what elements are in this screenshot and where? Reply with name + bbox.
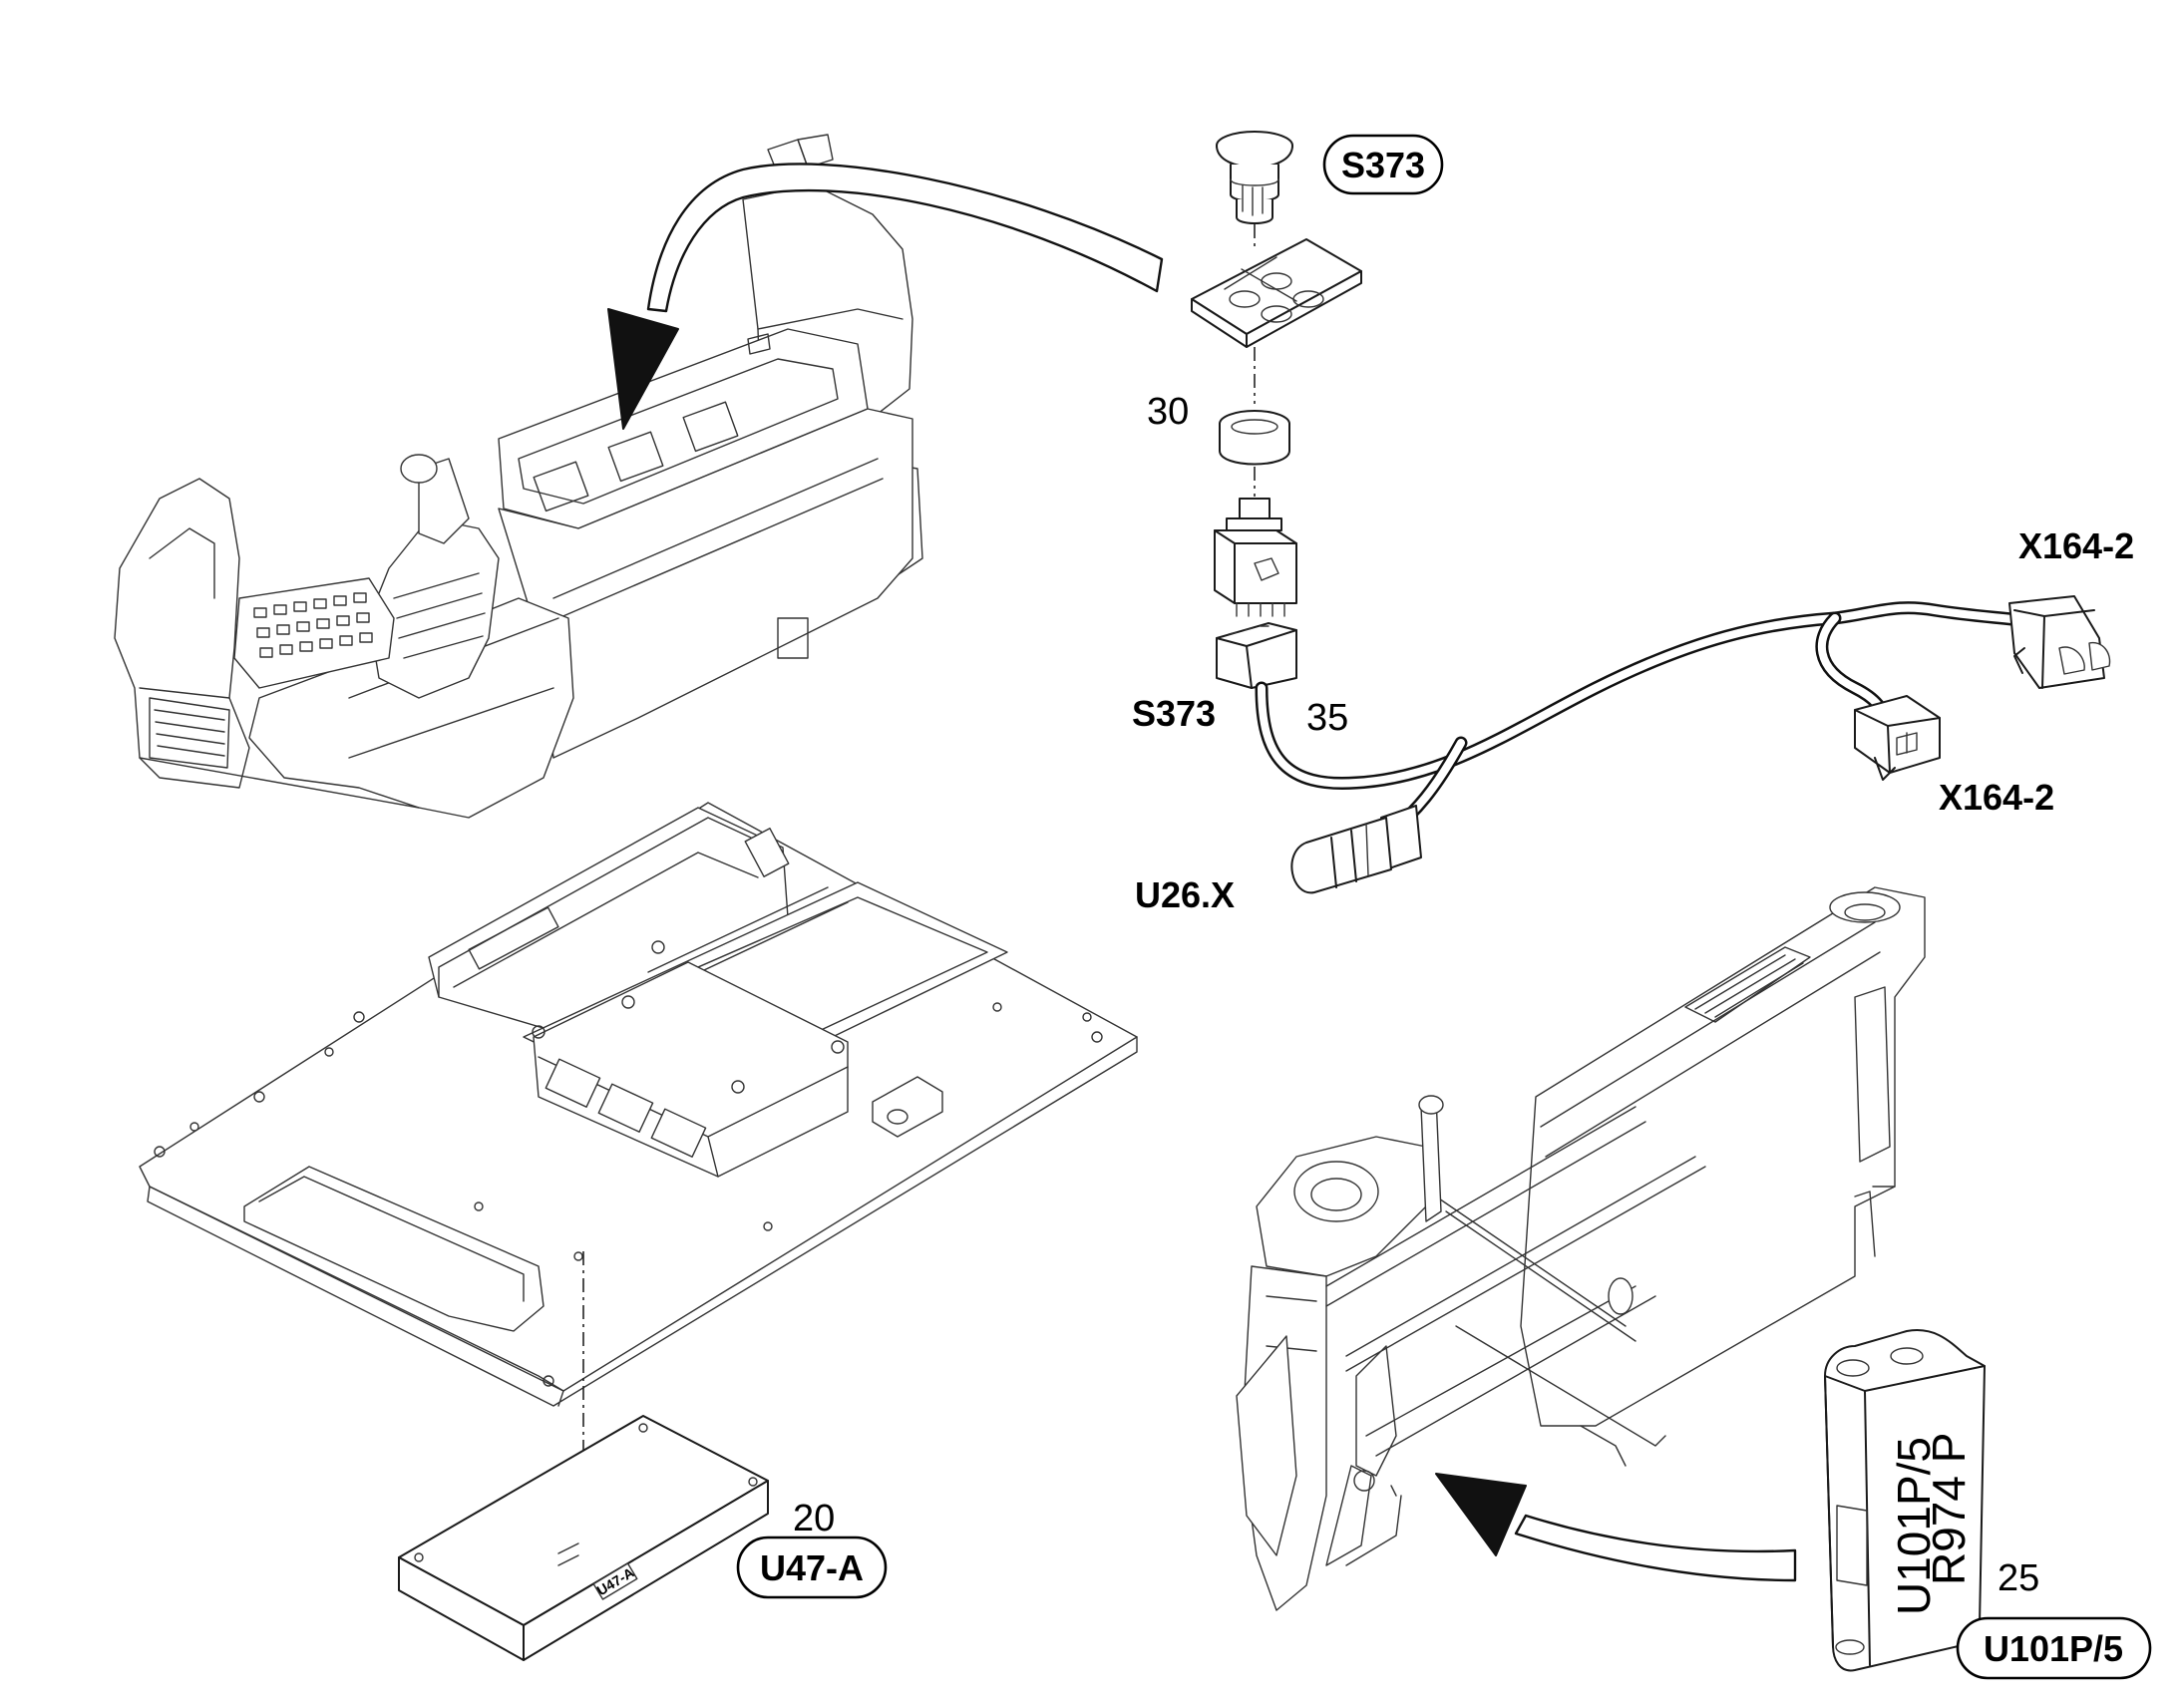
retaining-ring-30 <box>1219 410 1290 466</box>
ecu-module-20: U47-A <box>398 1415 769 1661</box>
item-number-25: 25 <box>1998 1557 2039 1599</box>
switch-body <box>1214 498 1297 617</box>
receiver-marking-line2: R974 P <box>1923 1433 1975 1585</box>
callout-x164-2-top: X164-2 <box>2018 525 2134 566</box>
floor-plate-assembly <box>139 802 1138 1407</box>
svg-text:U101P/5: U101P/5 <box>1984 1628 2123 1669</box>
callout-s373-bottom: S373 <box>1132 693 1216 734</box>
item-number-30: 30 <box>1147 391 1189 433</box>
callout-s373-top: S373 <box>1322 134 1444 195</box>
mounting-plate <box>1191 238 1362 348</box>
connector-x164-2-top <box>2008 595 2111 689</box>
svg-text:U47-A: U47-A <box>760 1547 864 1588</box>
connector-u26x <box>1290 805 1422 894</box>
callout-u26x: U26.X <box>1135 874 1235 915</box>
switch-connector-s373 <box>1216 622 1297 689</box>
switch-cap-s373 <box>1216 131 1293 224</box>
operator-console <box>114 134 923 819</box>
seat-frame-assembly <box>1236 886 1926 1611</box>
receiver-module-25: U101P/5 R974 P <box>1824 1329 1986 1672</box>
item-number-20: 20 <box>793 1498 835 1539</box>
item-number-35: 35 <box>1306 697 1348 739</box>
receiver-marking-line1: U101P/5 <box>1888 1437 1940 1615</box>
receiver-mount-arrow <box>1435 1473 1797 1582</box>
svg-text:S373: S373 <box>1341 145 1425 185</box>
callout-u101p-5: U101P/5 <box>1956 1616 2152 1680</box>
callout-u47-a: U47-A <box>736 1536 888 1599</box>
callout-x164-2-bottom: X164-2 <box>1939 777 2054 818</box>
connector-x164-2-bottom <box>1854 695 1941 781</box>
console-mount-arrow <box>607 163 1164 430</box>
